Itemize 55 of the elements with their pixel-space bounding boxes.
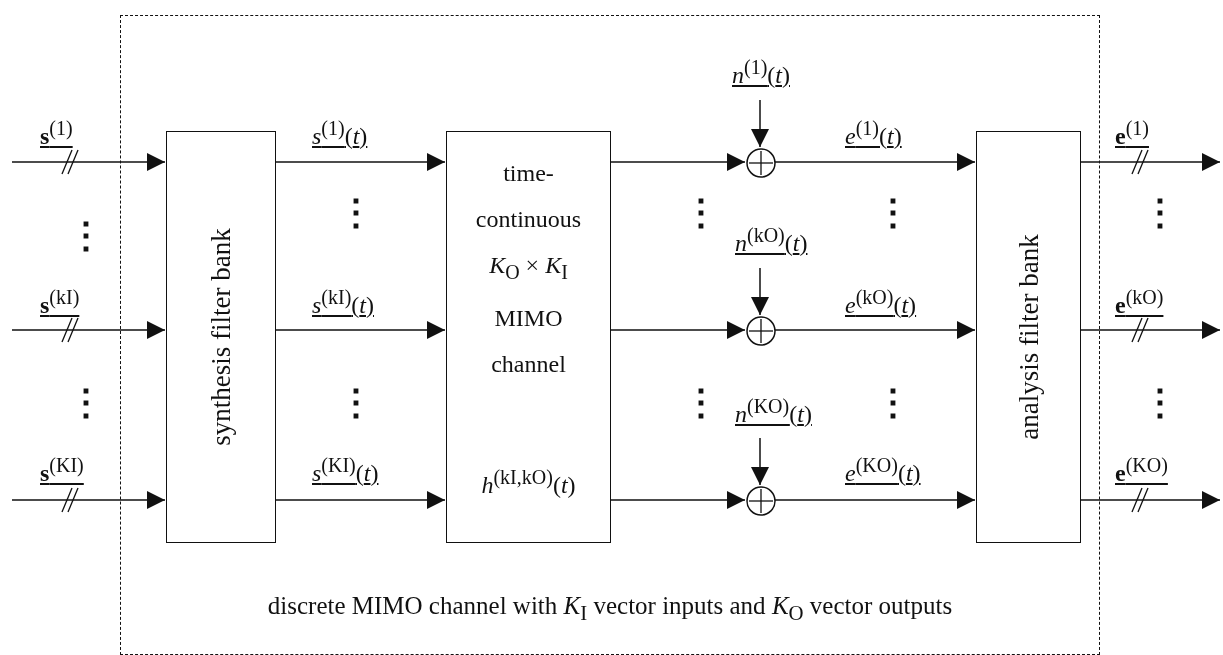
frame-caption: discrete MIMO channel with K$_{I}$ vector inputs and K$_{O}$ vector outputs bbox=[266, 593, 954, 624]
arrow bbox=[1079, 491, 1221, 509]
signal-label: e$^{(kO)}$ bbox=[1115, 287, 1164, 317]
arrow bbox=[774, 153, 976, 171]
dashed-boundary bbox=[120, 15, 1100, 655]
vertical-ellipsis: ⋮ bbox=[68, 218, 104, 254]
summing-junction bbox=[746, 148, 776, 178]
vertical-ellipsis: ⋮ bbox=[875, 195, 911, 231]
signal-label: s$^{(1)}$(t) bbox=[312, 118, 368, 148]
summing-junction bbox=[746, 316, 776, 346]
arrow bbox=[751, 99, 769, 148]
impulse-response-label: h$^{(kI,kO)}$(t) bbox=[480, 465, 577, 500]
vertical-ellipsis: ⋮ bbox=[683, 195, 719, 231]
box-label: synthesis filter bank bbox=[205, 228, 237, 446]
arrow bbox=[1079, 321, 1221, 339]
arrow bbox=[774, 321, 976, 339]
channel-box bbox=[446, 131, 611, 543]
signal-label: e$^{(1)}$(t) bbox=[845, 118, 902, 148]
arrow bbox=[609, 491, 746, 509]
signal-label: s$^{(KI)}$(t) bbox=[312, 455, 379, 485]
signal-label: s$^{(KI)}$ bbox=[40, 455, 84, 485]
signal-label: s$^{(kI)}$(t) bbox=[312, 287, 374, 317]
arrow bbox=[11, 321, 166, 339]
vertical-ellipsis: ⋮ bbox=[68, 385, 104, 421]
arrow bbox=[274, 321, 446, 339]
box-label: time-continuous K$_{O}$ × K$_{I}$ MIMO channel bbox=[474, 159, 583, 379]
signal-label: n$^{(1)}$(t) bbox=[732, 57, 790, 87]
signal-label: n$^{(KO)}$(t) bbox=[735, 396, 812, 426]
signal-label: e$^{(KO)}$ bbox=[1115, 455, 1168, 485]
arrow bbox=[609, 153, 746, 171]
box-label: analysis filter bank bbox=[1013, 234, 1044, 440]
arrow bbox=[1079, 153, 1221, 171]
filter-bank-box bbox=[166, 131, 276, 543]
arrow bbox=[274, 491, 446, 509]
signal-label: e$^{(kO)}$(t) bbox=[845, 287, 917, 317]
arrow bbox=[274, 153, 446, 171]
signal-label: s$^{(kI)}$ bbox=[40, 287, 80, 317]
arrow bbox=[609, 321, 746, 339]
arrow bbox=[11, 153, 166, 171]
vertical-ellipsis: ⋮ bbox=[338, 385, 374, 421]
vertical-ellipsis: ⋮ bbox=[1142, 195, 1178, 231]
signal-label: e$^{(1)}$ bbox=[1115, 118, 1149, 148]
vertical-ellipsis: ⋮ bbox=[875, 385, 911, 421]
signal-label: e$^{(KO)}$(t) bbox=[845, 455, 921, 485]
signal-label: s$^{(1)}$ bbox=[40, 118, 73, 148]
signal-label: n$^{(kO)}$(t) bbox=[735, 225, 808, 255]
summing-junction bbox=[746, 486, 776, 516]
arrow bbox=[774, 491, 976, 509]
vertical-ellipsis: ⋮ bbox=[338, 195, 374, 231]
vertical-ellipsis: ⋮ bbox=[1142, 385, 1178, 421]
arrow bbox=[11, 491, 166, 509]
filter-bank-box bbox=[976, 131, 1081, 543]
vertical-ellipsis: ⋮ bbox=[683, 385, 719, 421]
arrow bbox=[751, 437, 769, 486]
arrow bbox=[751, 267, 769, 316]
